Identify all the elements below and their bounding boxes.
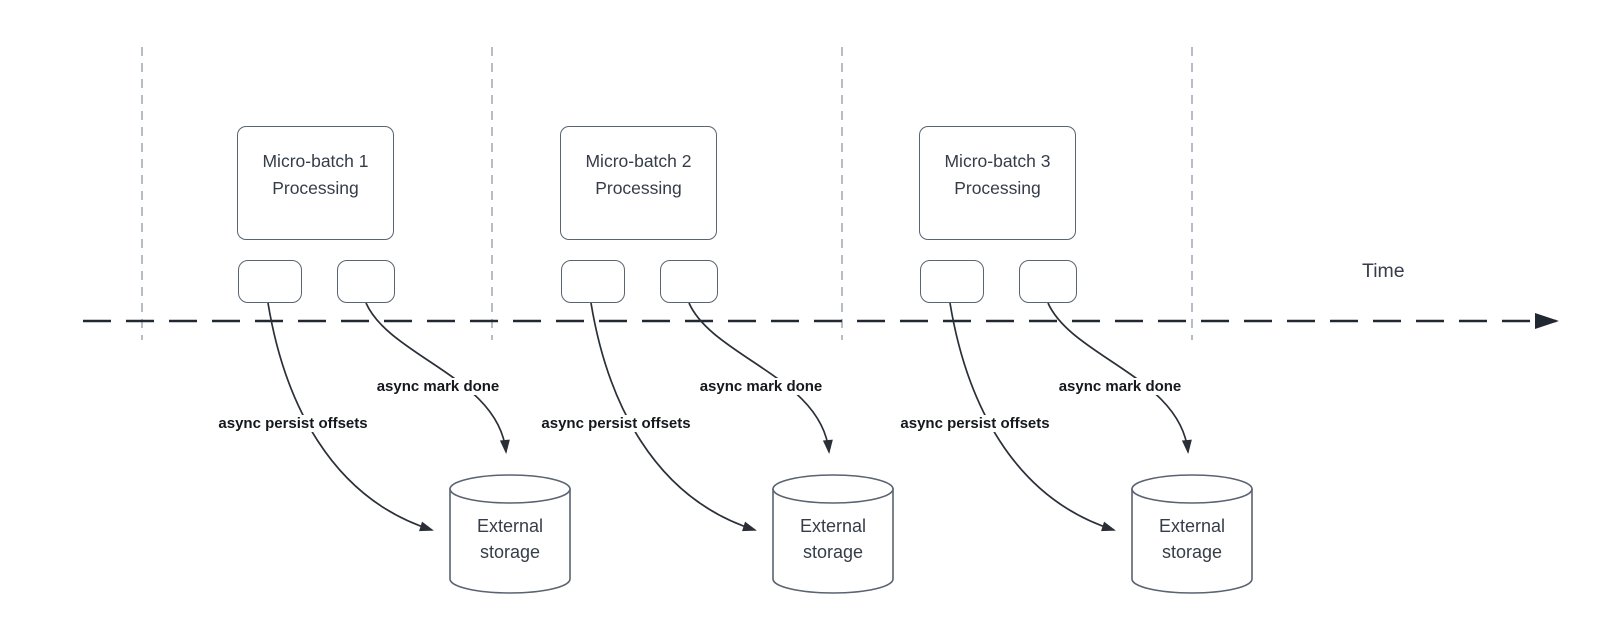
group-3-arrows-and-storage bbox=[949, 302, 1253, 594]
external-storage-cylinder-body-2 bbox=[772, 488, 894, 594]
async-persist-offsets-arrow-3 bbox=[949, 302, 1116, 532]
async-persist-offsets-arrow-1 bbox=[267, 302, 434, 532]
group-1-arrows-and-storage bbox=[267, 302, 571, 594]
async-mark-done-arrow-1 bbox=[365, 302, 510, 454]
async-persist-offsets-arrow-2 bbox=[590, 302, 757, 532]
group-2-arrows-and-storage bbox=[590, 302, 894, 594]
external-storage-cylinder-top-3 bbox=[1131, 474, 1253, 504]
external-storage-cylinder-top-1 bbox=[449, 474, 571, 504]
external-storage-cylinder-body-1 bbox=[449, 488, 571, 594]
async-mark-done-arrow-3 bbox=[1047, 302, 1192, 454]
external-storage-cylinder-body-3 bbox=[1131, 488, 1253, 594]
time-axis-label: Time bbox=[1362, 260, 1405, 282]
async-mark-done-arrow-2 bbox=[688, 302, 833, 454]
external-storage-cylinder-top-2 bbox=[772, 474, 894, 504]
